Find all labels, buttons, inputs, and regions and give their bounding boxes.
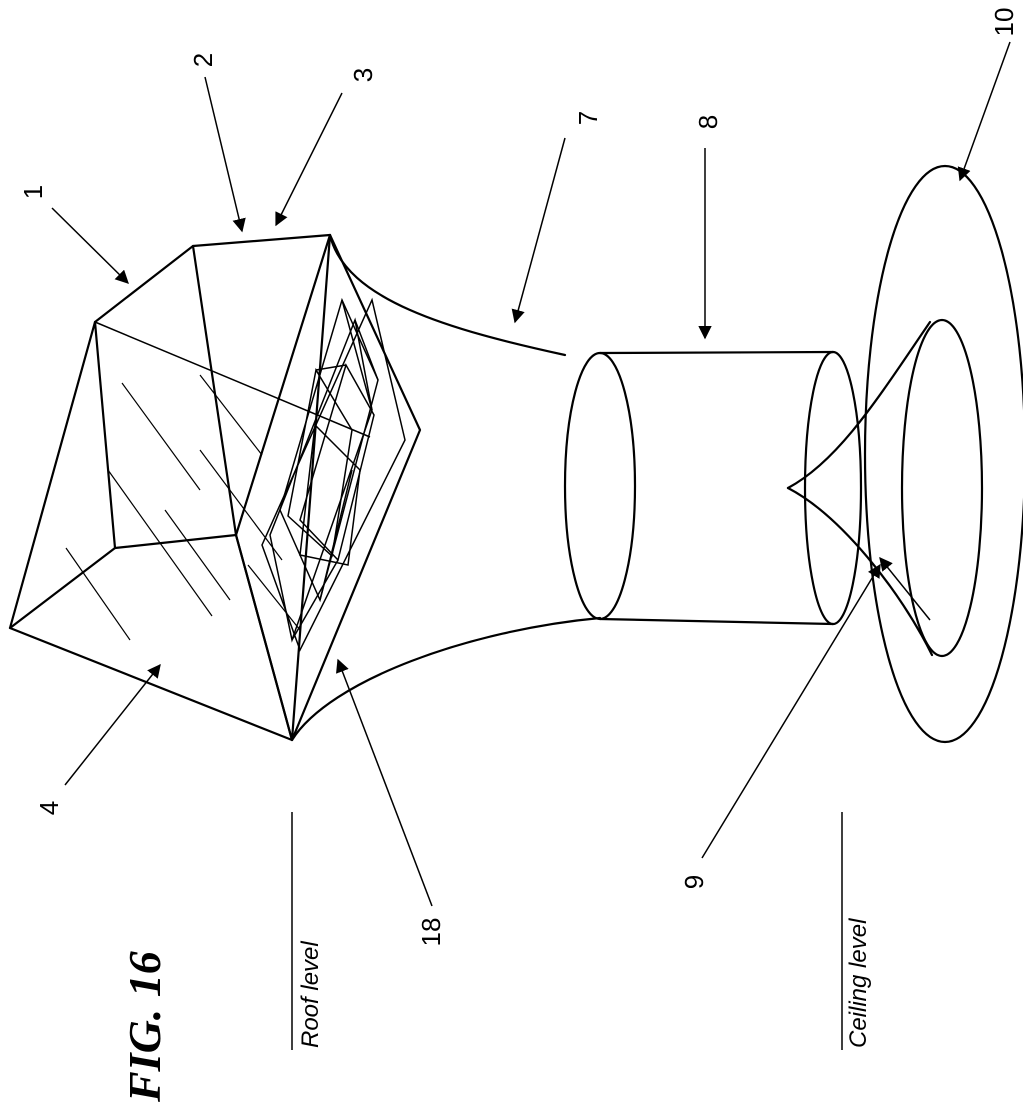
roof-curb <box>234 233 422 742</box>
diffuser-cone-lower <box>786 486 934 657</box>
light-tube <box>563 350 863 626</box>
roof-level-label: Roof level <box>297 941 324 1048</box>
funnel-top-edge <box>328 233 567 357</box>
diffuser-inner-ring <box>900 318 984 658</box>
glass-hatching <box>65 374 301 641</box>
callout-18: 18 <box>416 918 446 947</box>
leader-lines <box>51 41 1011 907</box>
callout-2: 2 <box>188 53 218 67</box>
callout-1: 1 <box>18 185 48 199</box>
dome-ridge-left <box>8 320 117 630</box>
tube-edge-upper <box>598 350 835 355</box>
callout-4: 4 <box>34 801 64 815</box>
callout-3: 3 <box>348 68 378 82</box>
callout-9: 9 <box>679 875 709 889</box>
funnel-bottom-edge <box>290 616 602 742</box>
curb-outer <box>234 233 422 742</box>
ceiling-diffuser <box>786 164 1023 744</box>
skylight-dome <box>8 233 371 742</box>
callout-8: 8 <box>693 115 723 129</box>
ceiling-level-label: Ceiling level <box>845 918 872 1048</box>
diffuser-cone-upper <box>786 320 932 490</box>
tube-edge-lower <box>598 617 835 626</box>
tube-top-ellipse <box>563 351 637 621</box>
callout-10: 10 <box>989 8 1019 37</box>
baffle-assembly <box>269 297 379 643</box>
callout-7: 7 <box>573 111 603 125</box>
diffuser-outer-ring <box>863 164 1023 744</box>
tube-bottom-ellipse <box>803 350 863 626</box>
transition-funnel <box>290 233 602 742</box>
dome-sight-line <box>94 321 371 438</box>
dome-outline <box>8 233 332 742</box>
figure-title: FIG. 16 <box>119 951 170 1103</box>
